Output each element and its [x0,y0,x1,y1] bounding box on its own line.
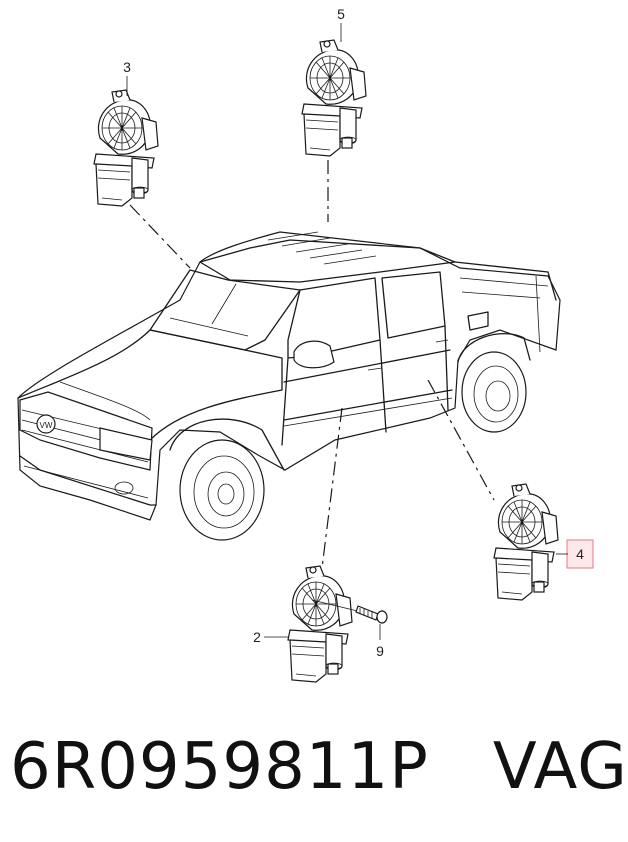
callout-label-3: 3 [123,59,131,75]
pickup-truck-icon: VW [17,231,561,541]
window-regulator-motor-2[interactable] [287,565,353,683]
window-regulator-motor-4[interactable] [493,483,559,601]
callout-4[interactable]: 4 [556,539,594,569]
screw-icon[interactable] [311,599,388,640]
window-regulator-motor-3[interactable] [93,89,159,207]
leader-lines [129,160,495,569]
window-regulator-motor-5[interactable] [301,39,367,157]
callout-label-5: 5 [337,6,345,22]
callout-9: 9 [376,643,384,659]
parts-diagram: VW [17,6,594,683]
callout-label-9: 9 [376,643,384,659]
callout-2: 2 [253,629,288,645]
callout-label-4: 4 [576,546,584,562]
brand-badge: VW [40,421,53,430]
callout-5: 5 [337,6,345,42]
part-number-label: 6R0959811P VAG [10,730,628,804]
callout-label-2: 2 [253,629,261,645]
callout-3: 3 [123,59,131,96]
